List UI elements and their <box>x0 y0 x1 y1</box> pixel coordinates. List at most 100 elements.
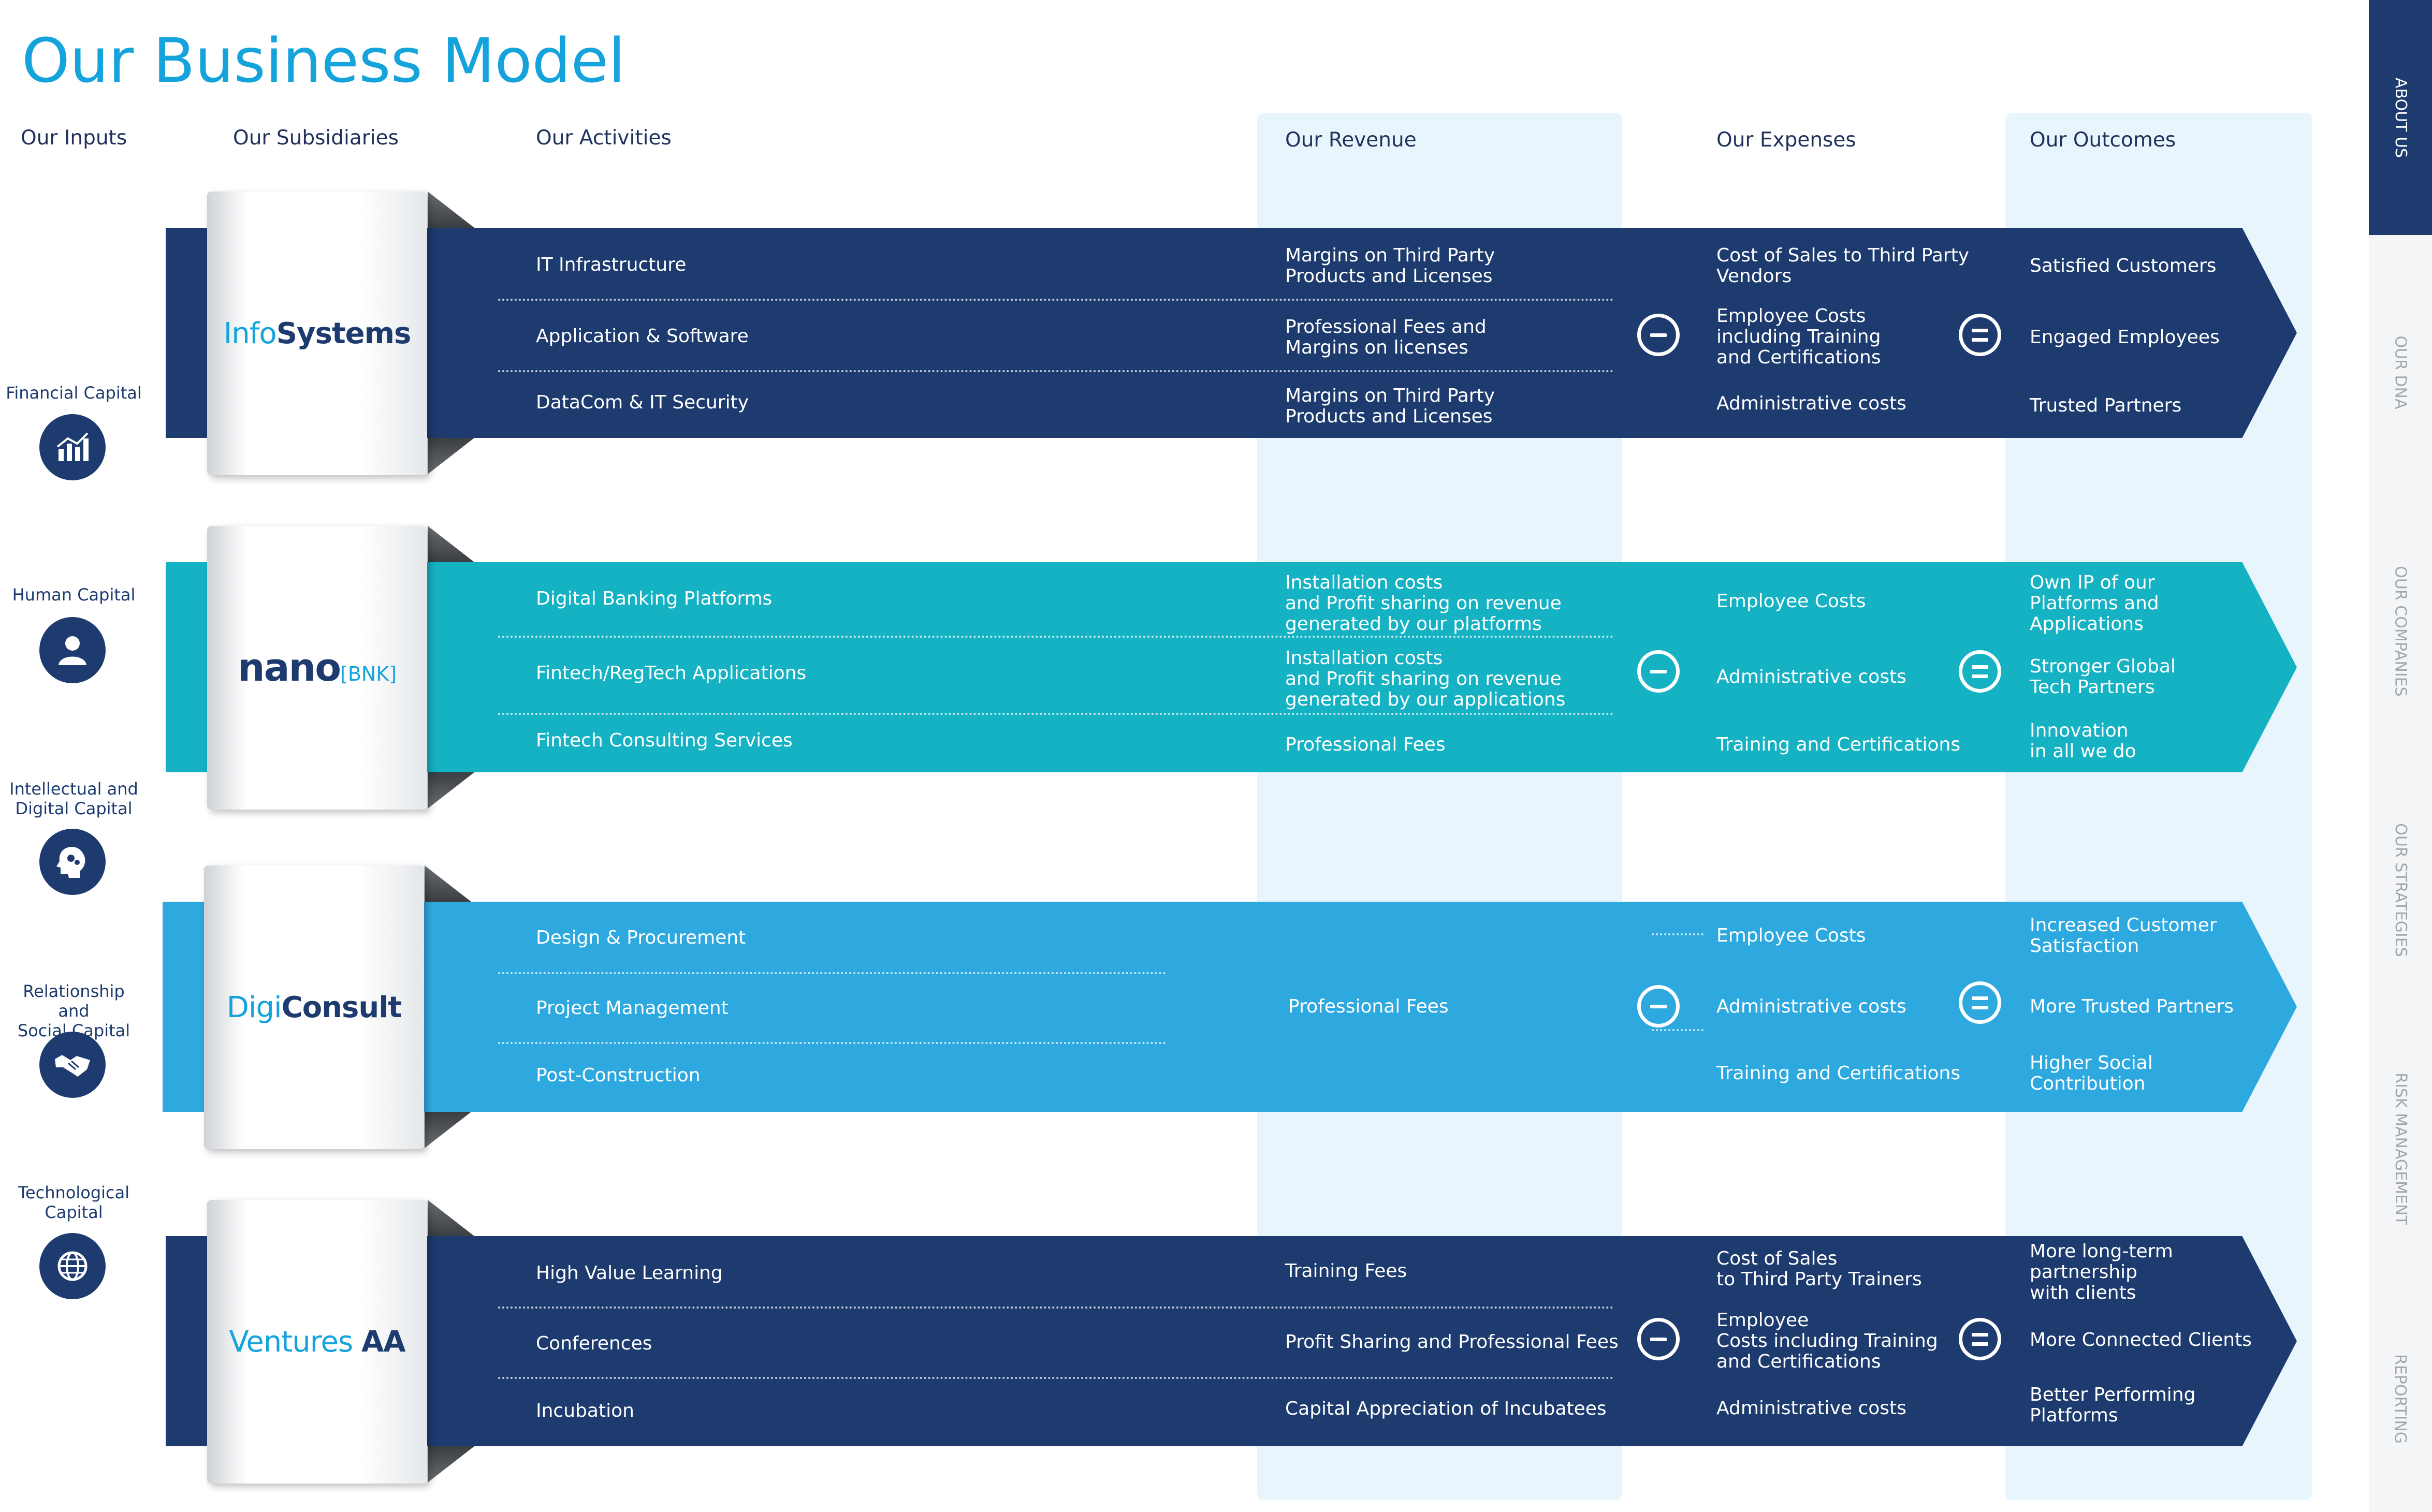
expense-item: Administrative costs <box>1716 393 1906 414</box>
subsidiary-logo-tile: Ventures AA <box>207 1200 427 1484</box>
ribbon-fold-bottom <box>428 1446 474 1482</box>
row-separator <box>1652 933 1703 935</box>
page-title: Our Business Model <box>22 25 625 96</box>
outcome-item: Stronger Global Tech Partners <box>2030 656 2176 698</box>
outcome-item: More Trusted Partners <box>2030 996 2234 1017</box>
revenue-item: Profit Sharing and Professional Fees <box>1285 1331 1619 1353</box>
outcome-item: Own IP of our Platforms and Applications <box>2030 572 2159 635</box>
infosystems-logo: InfoSystems <box>223 316 412 350</box>
revenue-item: Installation costs and Profit sharing on… <box>1285 572 1562 635</box>
outcome-item: Innovation in all we do <box>2030 720 2136 762</box>
column-heading-activities: Our Activities <box>536 126 672 150</box>
ribbon-fold-top <box>428 1200 474 1236</box>
equals-icon <box>1959 650 2001 693</box>
row-band <box>166 228 2216 438</box>
ribbon-fold-top <box>428 192 474 228</box>
expense-item: Employee Costs including Training and Ce… <box>1716 305 1881 368</box>
activity-item: Project Management <box>536 997 729 1019</box>
chart-icon <box>39 414 106 480</box>
outcome-item: Increased Customer Satisfaction <box>2030 915 2217 957</box>
revenue-item: Margins on Third Party Products and Lice… <box>1285 245 1495 287</box>
expense-item: Cost of Sales to Third Party Vendors <box>1716 245 1970 287</box>
activity-item: Post-Construction <box>536 1065 701 1086</box>
outcome-item: Engaged Employees <box>2030 327 2220 348</box>
revenue-item: Professional Fees and Margins on license… <box>1285 316 1487 358</box>
expense-item: Employee Costs <box>1716 591 1866 612</box>
revenue-item: Margins on Third Party Products and Lice… <box>1285 385 1495 427</box>
row-separator <box>498 1042 1166 1044</box>
subsidiary-logo-tile: DigiConsult <box>204 865 424 1149</box>
input-label-intellectual: Intellectual and Digital Capital <box>9 779 138 818</box>
activity-item: High Value Learning <box>536 1263 723 1284</box>
ribbon-fold-bottom <box>428 438 474 474</box>
minus-icon <box>1637 985 1680 1027</box>
nav-tab-our-strategies[interactable]: OUR STRATEGIES <box>2391 823 2410 957</box>
subsidiary-logo-tile: nano[BNK] <box>207 526 427 810</box>
nav-tab-about-us[interactable]: ABOUT US <box>2369 0 2432 235</box>
column-heading-revenue: Our Revenue <box>1285 128 1417 152</box>
column-heading-outcomes: Our Outcomes <box>2030 128 2176 152</box>
activity-item: Incubation <box>536 1400 634 1421</box>
outcome-item: Trusted Partners <box>2030 395 2182 416</box>
input-label-human: Human Capital <box>12 585 136 605</box>
ribbon-fold-top <box>428 526 474 562</box>
minus-icon <box>1637 314 1680 356</box>
activity-item: IT Infrastructure <box>536 254 687 275</box>
activity-item: Design & Procurement <box>536 927 746 948</box>
ventures-logo: Ventures AA <box>229 1325 405 1359</box>
input-label-financial: Financial Capital <box>6 383 142 403</box>
outcome-item: More long-term partnership with clients <box>2030 1241 2173 1303</box>
row-band <box>166 562 2216 772</box>
nav-tab-our-dna[interactable]: OUR DNA <box>2391 335 2410 409</box>
revenue-item: Professional Fees <box>1288 996 1449 1017</box>
row-separator <box>498 972 1166 974</box>
equals-icon <box>1959 314 2001 356</box>
nav-tab-reporting[interactable]: REPORTING <box>2391 1354 2410 1444</box>
activity-item: Conferences <box>536 1333 652 1354</box>
revenue-item: Training Fees <box>1285 1260 1407 1282</box>
ribbon-fold-bottom <box>425 1112 471 1148</box>
row-separator <box>498 636 1614 638</box>
revenue-item: Installation costs and Profit sharing on… <box>1285 648 1566 710</box>
activity-item: Fintech Consulting Services <box>536 730 793 751</box>
revenue-item: Professional Fees <box>1285 734 1446 755</box>
side-navigation <box>2369 0 2432 1512</box>
outcome-item: Higher Social Contribution <box>2030 1052 2153 1094</box>
nav-tab-our-companies[interactable]: OUR COMPANIES <box>2391 565 2410 697</box>
activity-item: Application & Software <box>536 326 749 347</box>
column-heading-expenses: Our Expenses <box>1716 128 1856 152</box>
activity-item: Digital Banking Platforms <box>536 588 773 609</box>
minus-icon <box>1637 1318 1680 1360</box>
column-heading-inputs: Our Inputs <box>21 126 127 150</box>
column-heading-subsidiaries: Our Subsidiaries <box>233 126 399 150</box>
expense-item: Administrative costs <box>1716 666 1906 687</box>
revenue-item: Capital Appreciation of Incubatees <box>1285 1398 1607 1419</box>
outcome-item: Better Performing Platforms <box>2030 1384 2196 1426</box>
expense-item: Training and Certifications <box>1716 734 1961 755</box>
globe-icon <box>39 1233 106 1299</box>
outcome-item: More Connected Clients <box>2030 1329 2252 1350</box>
row-separator <box>498 370 1614 372</box>
minus-icon <box>1637 650 1680 693</box>
expense-item: Cost of Sales to Third Party Trainers <box>1716 1248 1922 1290</box>
expense-item: Employee Costs <box>1716 925 1866 946</box>
nanobnk-logo: nano[BNK] <box>237 645 397 690</box>
ribbon-fold-top <box>425 865 471 902</box>
expense-item: Administrative costs <box>1716 1398 1906 1419</box>
equals-icon <box>1959 1318 2001 1360</box>
activity-item: DataCom & IT Security <box>536 392 749 413</box>
ribbon-fold-bottom <box>428 772 474 809</box>
activity-item: Fintech/RegTech Applications <box>536 663 807 684</box>
equals-icon <box>1959 981 2001 1024</box>
digiconsult-logo: DigiConsult <box>226 990 402 1024</box>
person-icon <box>39 617 106 683</box>
row-band <box>166 1236 2216 1446</box>
row-separator <box>498 1307 1614 1309</box>
expense-item: Training and Certifications <box>1716 1063 1961 1084</box>
row-separator <box>498 1377 1614 1379</box>
expense-item: Employee Costs including Training and Ce… <box>1716 1310 1938 1372</box>
nav-tab-risk-management[interactable]: RISK MANAGEMENT <box>2391 1072 2410 1225</box>
input-label-technological: Technological Capital <box>18 1183 130 1222</box>
head-gear-icon <box>39 829 106 895</box>
row-separator <box>498 299 1614 301</box>
